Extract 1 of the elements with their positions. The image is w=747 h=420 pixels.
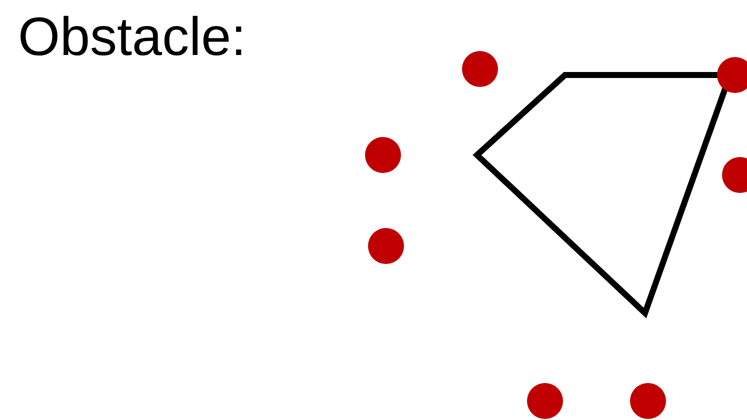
- title: Obstacle:: [18, 6, 246, 68]
